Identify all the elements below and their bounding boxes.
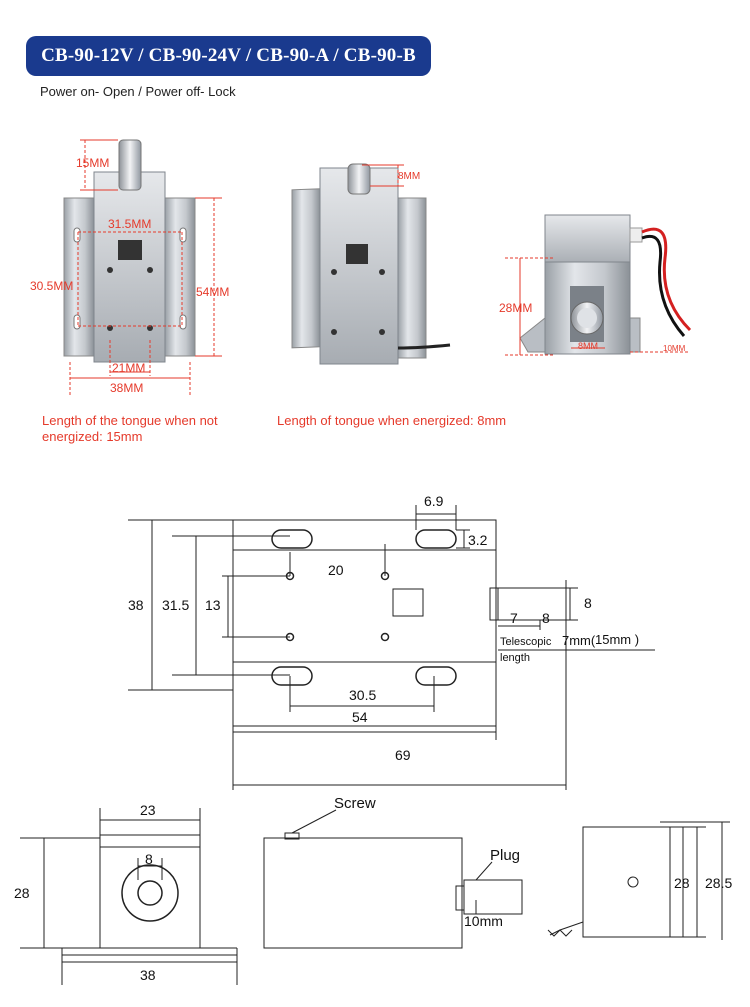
dim-8: 8 <box>542 610 550 626</box>
title-banner: CB-90-12V / CB-90-24V / CB-90-A / CB-90-… <box>26 36 431 76</box>
drawing-top-view <box>128 505 655 790</box>
dim-6-9: 6.9 <box>424 493 444 509</box>
label-7mm: 7mm( <box>562 633 596 648</box>
label-tongue-15: 15MM <box>76 156 109 170</box>
dim-31-5: 31.5 <box>162 597 189 613</box>
label-30-5: 30.5MM <box>30 279 73 293</box>
right-flange <box>164 197 196 357</box>
dim-38-base: 38 <box>140 967 156 983</box>
label-side-10: 10MM <box>663 344 686 353</box>
photo-energized <box>291 163 451 365</box>
label-screw: Screw <box>334 795 376 812</box>
dim-38-v: 38 <box>128 597 144 613</box>
label-38: 38MM <box>110 381 143 395</box>
tongue-pin <box>118 139 142 191</box>
dim-28-side: 28 <box>674 875 690 891</box>
photo-front <box>63 139 196 363</box>
drawing-side-view <box>263 809 523 949</box>
photo-front-dimlines <box>69 139 222 395</box>
label-side-8: 8MM <box>578 341 598 351</box>
label-21: 21MM <box>112 361 145 375</box>
label-10mm: 10mm <box>464 913 503 929</box>
drawing-end-view <box>547 821 730 940</box>
label-plug: Plug <box>490 847 520 864</box>
subtitle: Power on- Open / Power off- Lock <box>40 84 236 99</box>
dim-30-5: 30.5 <box>349 687 376 703</box>
note-energized: Length of tongue when energized: 8mm <box>277 413 507 428</box>
label-telescopic: Telescopic <box>500 636 552 648</box>
photo-side <box>519 214 692 355</box>
lock-body <box>93 171 166 363</box>
label-length: length <box>500 652 530 664</box>
dim-3-2: 3.2 <box>468 532 488 548</box>
note-not-energized: Length of the tongue when not energized:… <box>42 413 218 444</box>
dim-69: 69 <box>395 747 411 763</box>
dim-20: 20 <box>328 562 344 578</box>
drawing-front-view <box>20 808 238 985</box>
dim-8-bolt: 8 <box>145 851 153 867</box>
label-54: 54MM <box>196 285 229 299</box>
left-flange <box>63 197 95 357</box>
window <box>118 240 142 260</box>
dim-7: 7 <box>510 610 518 626</box>
dim-13: 13 <box>205 597 221 613</box>
label-side-28: 28MM <box>499 301 532 315</box>
label-tongue-8: 8MM <box>398 171 420 182</box>
dim-23: 23 <box>140 802 156 818</box>
label-inner-31-5: 31.5MM <box>108 217 151 231</box>
dim-28-front: 28 <box>14 885 30 901</box>
dim-54: 54 <box>352 709 368 725</box>
label-15mm: 15mm ) <box>595 632 639 647</box>
dim-8-right: 8 <box>584 595 592 611</box>
dim-28-5: 28.5 <box>705 875 732 891</box>
tongue-short <box>347 163 371 195</box>
